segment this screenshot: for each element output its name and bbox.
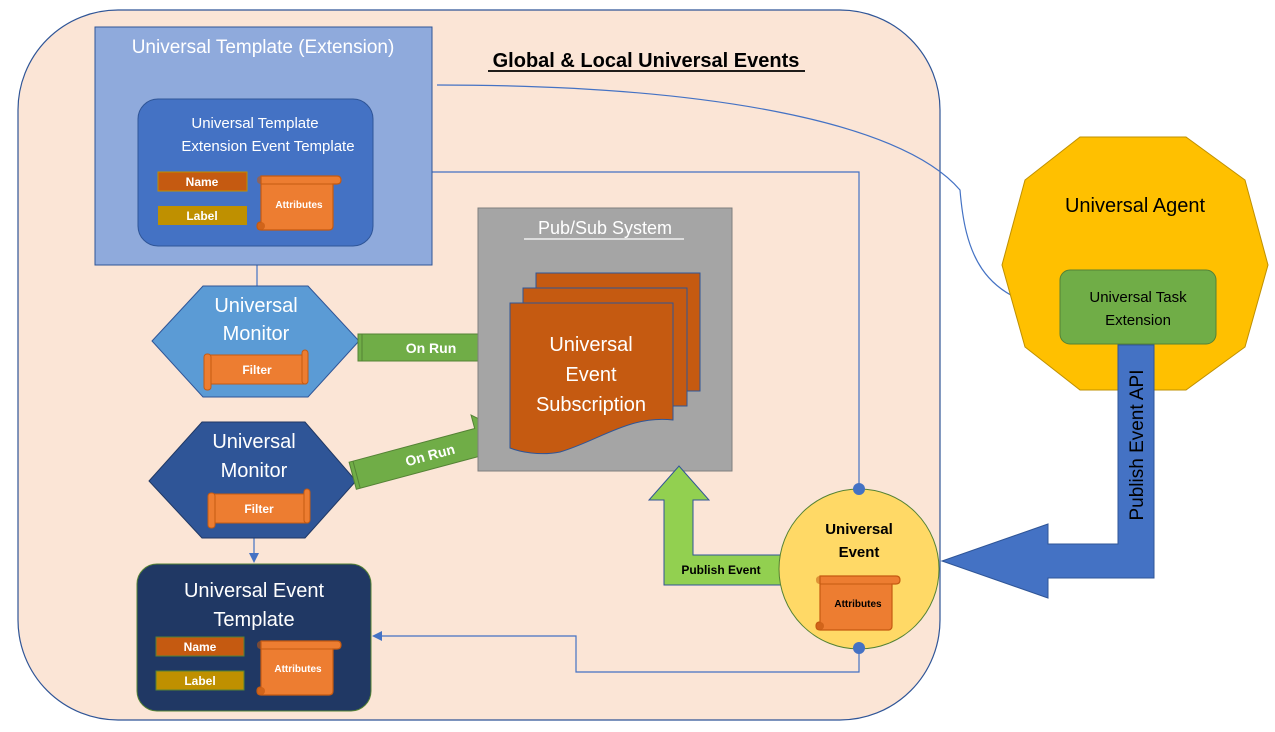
- template-extension-event-template-title-1: Universal Template: [191, 115, 318, 132]
- universal-event-title-1: Universal: [825, 521, 893, 538]
- label-badge-text: Label: [186, 209, 217, 223]
- connector-dot-top: [853, 483, 865, 495]
- label-badge: [155, 670, 245, 691]
- monitor-1-title-1: Universal: [214, 295, 297, 317]
- monitor-1-filter-text: Filter: [242, 363, 272, 377]
- on-run-1-label: On Run: [406, 340, 457, 356]
- publish-event-label: Publish Event: [681, 563, 760, 577]
- monitor-2-title-2: Monitor: [221, 460, 288, 482]
- filter-scroll-icon: [203, 349, 309, 391]
- agent-title: Universal Agent: [1065, 195, 1206, 217]
- pubsub-title: Pub/Sub System: [538, 218, 672, 238]
- task-extension-line-1: Universal Task: [1089, 289, 1187, 306]
- subscription-line-3: Subscription: [536, 394, 646, 416]
- monitor-1-title-2: Monitor: [223, 323, 290, 345]
- connector-dot-bottom: [853, 642, 865, 654]
- pubsub-system[interactable]: Pub/Sub System Universal Event Subscript…: [477, 207, 733, 472]
- publish-event-arrow: Publish Event: [647, 465, 782, 586]
- event-template-label-text: Label: [184, 674, 215, 688]
- filter-scroll-icon: [207, 488, 311, 529]
- name-badge-text: Name: [186, 175, 219, 189]
- universal-event-attributes-text: Attributes: [834, 599, 882, 610]
- monitor-2-filter-text: Filter: [244, 502, 274, 516]
- universal-monitor-1[interactable]: Universal Monitor Filter: [151, 285, 360, 398]
- event-template-title-2: Template: [213, 609, 294, 631]
- universal-monitor-2[interactable]: Universal Monitor Filter: [148, 421, 357, 539]
- universal-event-title-2: Event: [839, 544, 880, 561]
- connector-template-ext-to-task-extension: [436, 84, 1062, 314]
- connector-event-to-template-ext: [374, 167, 860, 490]
- name-badge: [155, 636, 245, 657]
- label-badge: [158, 206, 247, 225]
- task-extension-line-2: Extension: [1105, 312, 1171, 329]
- universal-task-extension[interactable]: [1059, 269, 1217, 345]
- attributes-text: Attributes: [275, 200, 323, 211]
- universal-event[interactable]: Universal Event Attributes: [778, 483, 940, 654]
- monitor-2-title-1: Universal: [212, 431, 295, 453]
- on-run-arrow-1: On Run: [357, 319, 510, 377]
- subscription-line-1: Universal: [549, 334, 632, 356]
- publish-event-api-arrow: Publish Event API: [940, 344, 1155, 599]
- template-extension-title: Universal Template (Extension): [132, 37, 395, 58]
- universal-template-extension[interactable]: Universal Template (Extension) Universal…: [94, 26, 433, 266]
- connector-event-to-event-template: [372, 631, 860, 673]
- event-template-name-text: Name: [184, 640, 217, 654]
- template-extension-event-template-title-2: Extension Event Template: [181, 138, 354, 155]
- diagram-title: Global & Local Universal Events: [493, 50, 800, 72]
- subscription-line-2: Event: [565, 364, 617, 386]
- event-template-attributes-text: Attributes: [274, 664, 322, 675]
- event-template-title-1: Universal Event: [184, 580, 325, 602]
- universal-agent[interactable]: Universal Agent Universal Task Extension: [1001, 136, 1269, 391]
- name-badge: [157, 171, 248, 192]
- publish-event-api-label: Publish Event API: [1127, 369, 1148, 520]
- universal-event-subscription[interactable]: [509, 302, 674, 455]
- universal-event-template[interactable]: Universal Event Template Name Label Attr…: [136, 563, 372, 712]
